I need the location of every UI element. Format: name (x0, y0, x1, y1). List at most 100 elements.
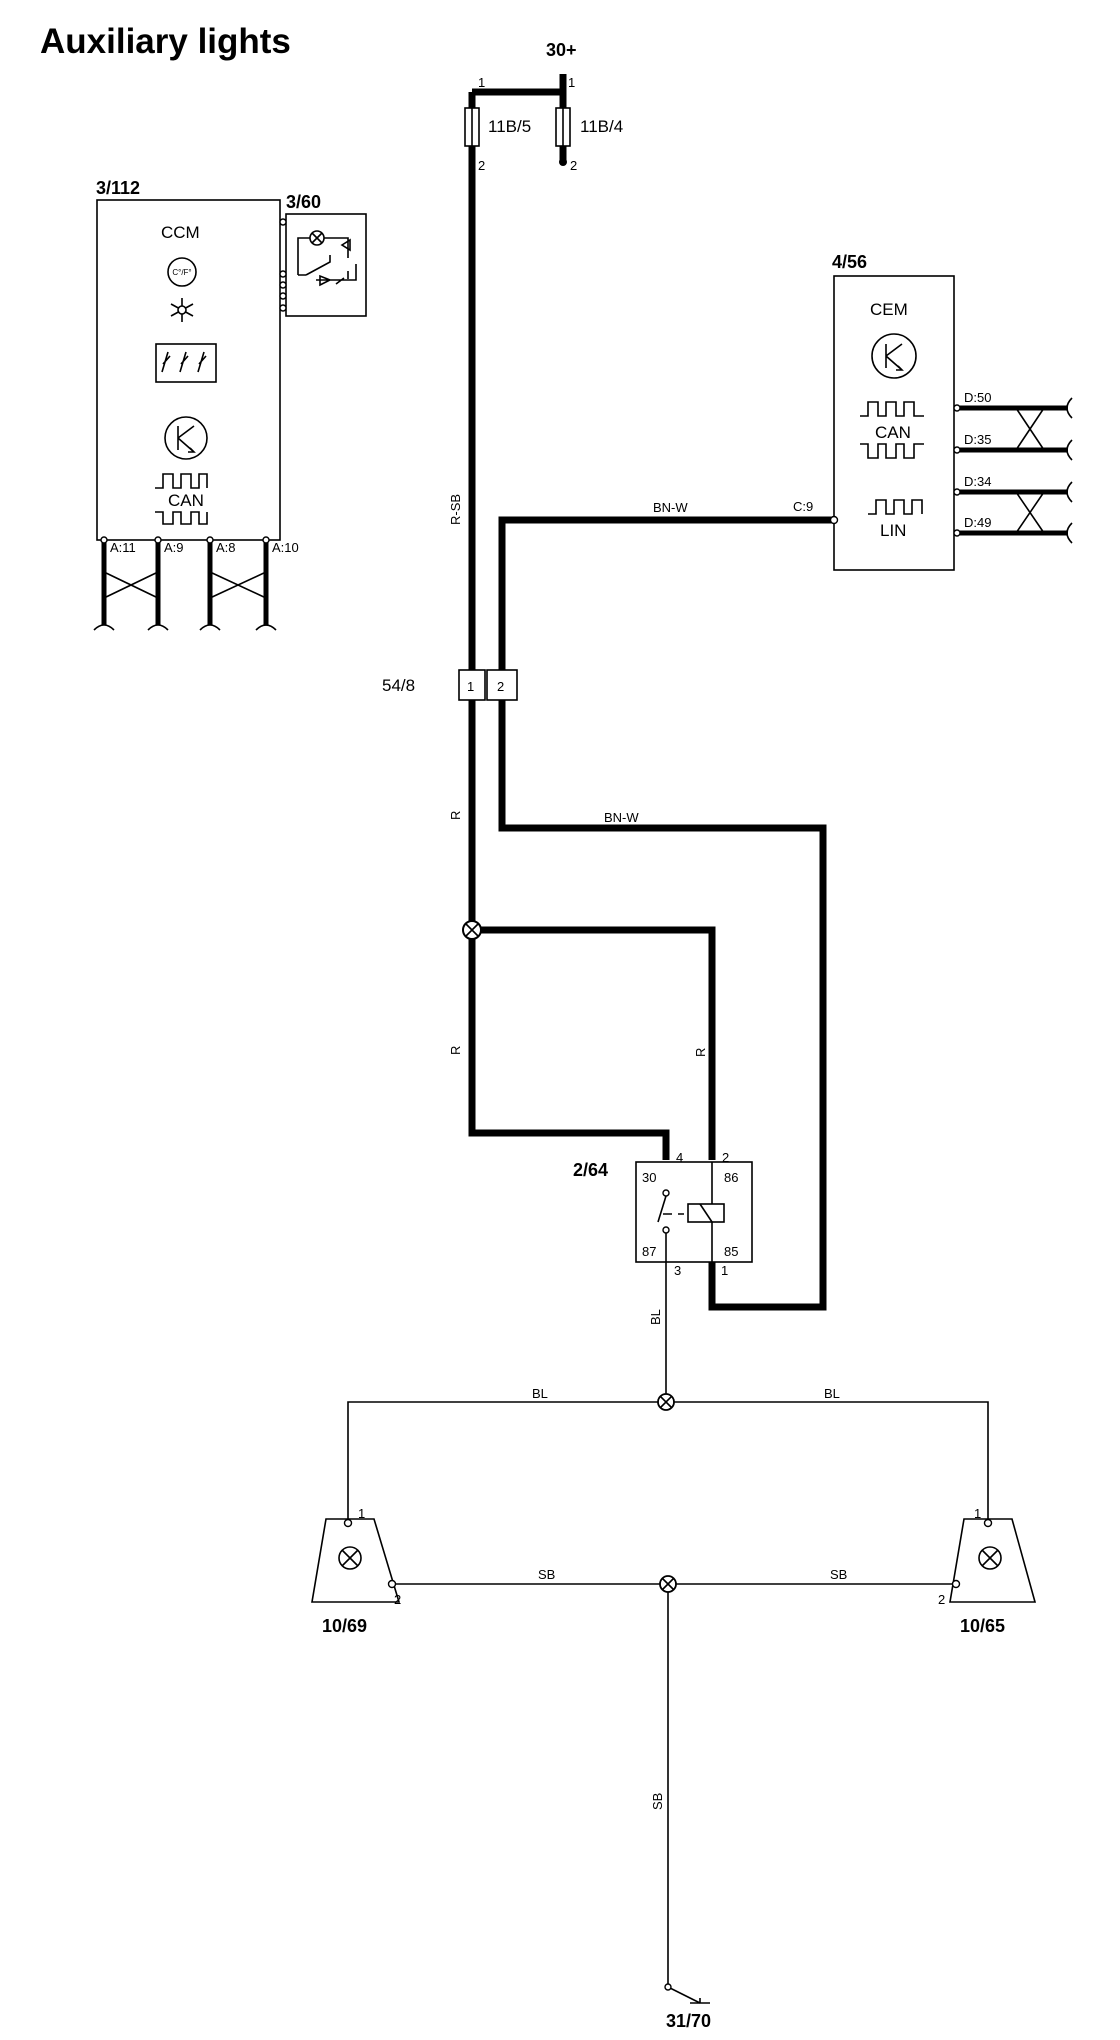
heater-icon (155, 343, 217, 383)
ccm-can-wave-bottom (155, 511, 208, 525)
supply-pin-left: 1 (478, 75, 485, 90)
ccm-pin-a9-label: A:9 (164, 540, 184, 555)
cem-bus1-label: CAN (875, 423, 911, 442)
cem-pin-d35 (953, 446, 961, 454)
cem-can-wave-top (860, 401, 924, 417)
cem-lin-wave (868, 499, 923, 515)
fuse-11b4-pin-dot (559, 158, 567, 166)
relay-terminal-85: 85 (724, 1244, 738, 1259)
ccm-pin-a11 (100, 536, 108, 544)
wire-bl-vertical-label: BL (648, 1309, 663, 1325)
panel-pin-2 (279, 270, 287, 278)
wire-bn-w-top-label: BN-W (653, 500, 688, 515)
ground-31-70: 31/70 (664, 1983, 711, 2031)
wire-bl-right (674, 1401, 989, 1523)
connector-pin1-box (458, 669, 486, 701)
lamp-10-65-pin1-dot (983, 1518, 993, 1528)
cem-transistor-circle (871, 333, 917, 379)
lamp-10-65: 1 2 10/65 (938, 1506, 1037, 1636)
cem-pin-d50 (953, 404, 961, 412)
lamp-10-65-pin1: 1 (974, 1506, 981, 1521)
splice-sb-cross (661, 1577, 675, 1591)
lamp-10-65-bulb-cross (981, 1549, 999, 1567)
cem-ref: 4/56 (832, 252, 867, 272)
panel-pin-3 (279, 281, 287, 289)
lamp-10-65-pin2-dot (951, 1579, 961, 1589)
fuse-11b4-label: 11B/4 (580, 117, 623, 136)
lamp-10-69-pin1-dot (343, 1518, 353, 1528)
cem-bus2-label: LIN (880, 521, 906, 540)
relay-switch-arm (657, 1195, 667, 1223)
wire-bl-right-label: BL (824, 1386, 840, 1401)
ccm-pin-a11-label: A:11 (110, 540, 136, 555)
relay-pin-1: 1 (721, 1263, 728, 1278)
ccm-pin-a9 (154, 536, 162, 544)
cem-pin-d49-label: D:49 (964, 515, 991, 530)
connector-pin1: 1 (467, 679, 474, 694)
supply-pin-right: 1 (568, 75, 575, 90)
cem-wire-breaks (1066, 397, 1073, 544)
lamp-10-69-pin2-dot (387, 1579, 397, 1589)
panel-pin-5 (279, 304, 287, 312)
wire-bn-w-top (498, 516, 834, 670)
wire-r-left-label: R (448, 1046, 463, 1055)
snowflake-icon (170, 298, 194, 322)
fuse-11b5-pin-bottom: 2 (478, 158, 485, 173)
wire-bn-w-loop (498, 700, 827, 1311)
lamp-10-65-label: 10/65 (960, 1616, 1005, 1636)
relay-coil-mark (699, 1203, 713, 1223)
ccm-transistor-legs (177, 425, 196, 453)
ccm-pin-a8-label: A:8 (216, 540, 236, 555)
supply-group: 30+ 1 1 (472, 40, 577, 96)
fuse-11b5: 2 11B/5 (464, 92, 531, 173)
wire-bl-left (347, 1401, 658, 1523)
cem-transistor-icon (871, 333, 917, 379)
ccm-pin-a8 (206, 536, 214, 544)
splice-sb (659, 1575, 677, 1593)
ccm-name: CCM (161, 223, 200, 242)
connector-54-8: 1 2 54/8 (382, 669, 518, 701)
fuse-11b4: 2 11B/4 (555, 92, 623, 173)
snowflake-center (177, 305, 187, 315)
wire-r-left (468, 938, 670, 1160)
ccm-twist-marks (103, 571, 267, 599)
cem-pin-c9-label: C:9 (793, 499, 813, 514)
heater-coils (161, 351, 207, 373)
ccm-wire-breaks (93, 624, 277, 631)
relay-terminal-30: 30 (642, 1170, 656, 1185)
panel-switch-circuit (298, 255, 357, 287)
ccm-temp-symbol: C°/F° (172, 268, 191, 277)
ccm-pin-a10-label: A:10 (272, 540, 299, 555)
diagram-title: Auxiliary lights (40, 22, 291, 61)
ccm-bus-wires (101, 543, 269, 625)
relay-2-64: 2/64 30 86 87 85 4 2 3 1 (573, 1150, 753, 1278)
ground-label: 31/70 (666, 2011, 711, 2031)
relay-terminal-86: 86 (724, 1170, 738, 1185)
cem-twist-marks (1015, 407, 1045, 534)
splice-bl-cross (659, 1395, 673, 1409)
relay-terminal-87: 87 (642, 1244, 656, 1259)
wire-sb-vertical (667, 1592, 701, 2004)
relay-label: 2/64 (573, 1160, 608, 1180)
fuse-11b4-pin-bottom: 2 (570, 158, 577, 173)
connector-label: 54/8 (382, 676, 415, 695)
lamp-10-69: 1 2 10/69 (311, 1506, 401, 1636)
relay-switch-pin-top (662, 1189, 670, 1197)
panel-ref: 3/60 (286, 192, 321, 212)
cem-box (833, 275, 955, 571)
fuse-11b5-label: 11B/5 (488, 117, 531, 136)
splice-r (462, 920, 482, 940)
connector-pin2: 2 (497, 679, 504, 694)
heater-frame (155, 343, 217, 383)
supply-bus (472, 74, 567, 96)
panel-lamp-circuit (297, 232, 351, 275)
cem-pin-c9 (829, 515, 839, 525)
ccm-ref: 3/112 (96, 178, 140, 198)
connector-pin2-box (486, 669, 518, 701)
ccm-transistor-icon (164, 416, 208, 460)
wire-r-right-label: R (693, 1048, 708, 1057)
wire-sb-right-label: SB (830, 1567, 847, 1582)
ground-pin-dot (664, 1983, 672, 1991)
lamp-10-69-pin2: 2 (394, 1592, 401, 1607)
